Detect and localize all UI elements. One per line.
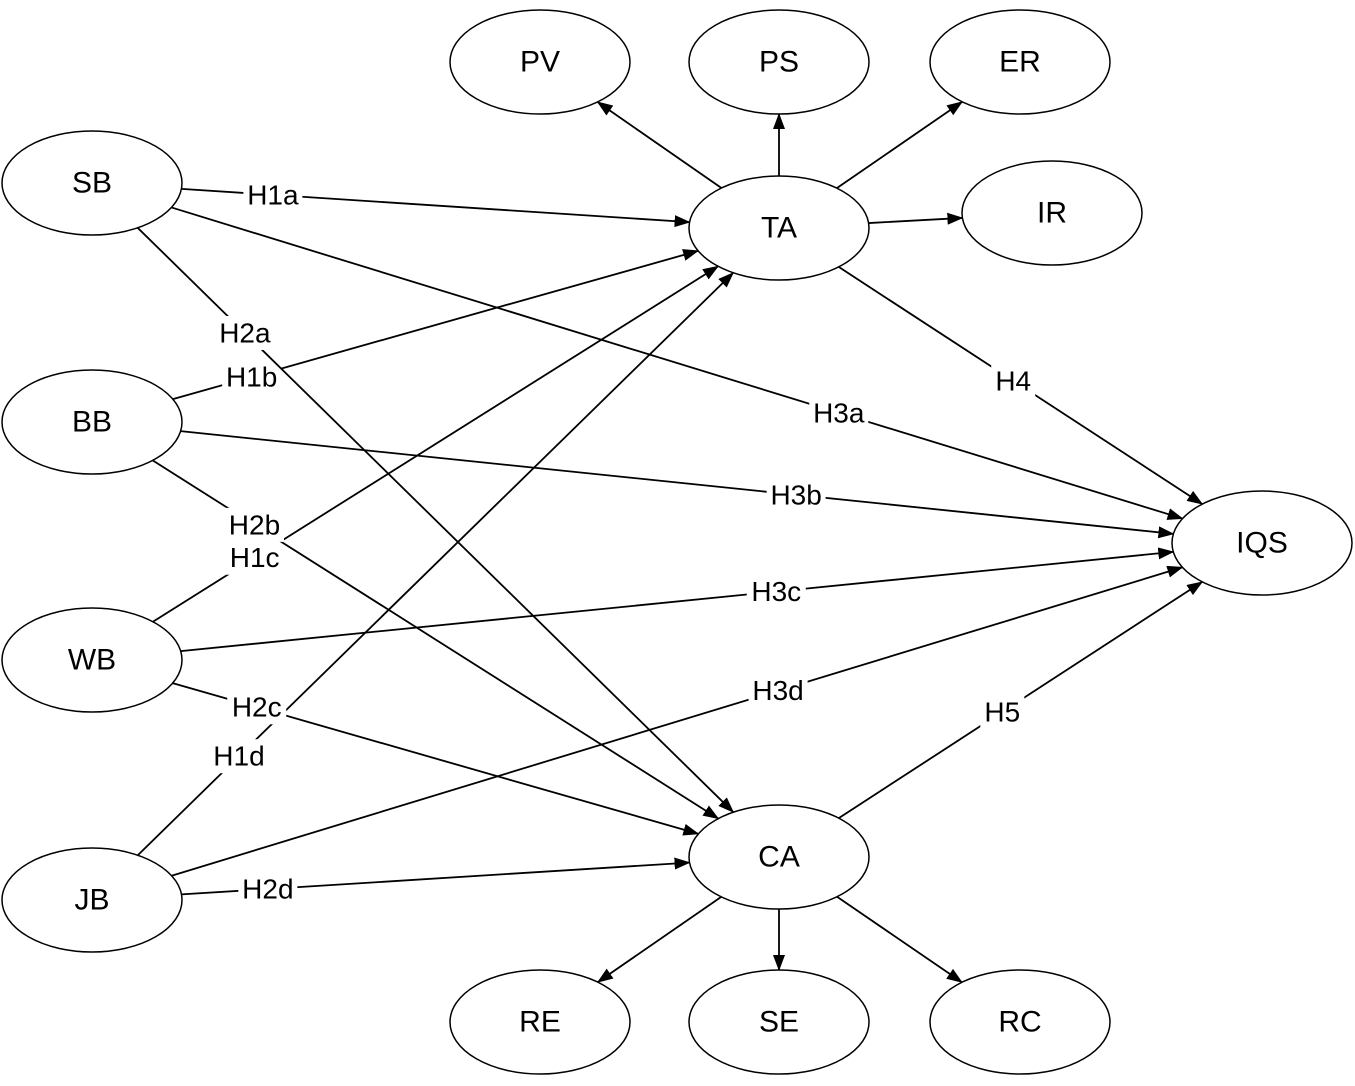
edge-label-h1b: H1b (226, 361, 277, 392)
node-ps: PS (688, 9, 870, 115)
node-ellipse-iqs (1171, 490, 1353, 596)
node-jb: JB (1, 847, 183, 953)
node-ellipse-pv (449, 9, 631, 115)
node-ellipse-ir (961, 160, 1143, 266)
node-ellipse-jb (1, 847, 183, 953)
edge-label-h1a: H1a (247, 179, 299, 210)
node-pv: PV (449, 9, 631, 115)
edge-label-background (748, 673, 808, 708)
edge-label-h2a: H2a (219, 317, 271, 348)
edge-label-group: H2b (224, 507, 284, 542)
node-ellipse-er (929, 9, 1111, 115)
edge-label-group: H3c (746, 574, 806, 609)
node-label-ca: CA (758, 841, 800, 874)
node-sb: SB (1, 130, 183, 236)
node-label-re: RE (519, 1006, 561, 1039)
edge-label-group: H3d (748, 673, 808, 708)
node-rc: RC (929, 969, 1111, 1075)
node-ellipse-se (688, 969, 870, 1075)
edge-label-background (224, 507, 284, 542)
node-se: SE (688, 969, 870, 1075)
edge-label-group: H2c (227, 690, 287, 725)
edge-label-background (243, 177, 303, 212)
node-ellipse-ps (688, 9, 870, 115)
node-ellipse-ta (688, 175, 870, 281)
node-ellipse-ca (688, 804, 870, 910)
edge-label-background (809, 395, 869, 430)
edge-label-background (227, 690, 287, 725)
edge-label-background (238, 871, 298, 906)
node-label-er: ER (999, 46, 1041, 79)
node-ta: TA (688, 175, 870, 281)
edge-label-h2b: H2b (229, 509, 280, 540)
edge-label-group: H1b (222, 359, 282, 394)
edge-label-background (980, 694, 1025, 729)
edge-ta-to-pv (596, 101, 722, 189)
edge-label-h1d: H1d (213, 741, 264, 772)
node-label-wb: WB (68, 644, 116, 677)
edge-label-group: H2d (238, 871, 298, 906)
node-re: RE (449, 969, 631, 1075)
edge-label-group: H1a (243, 177, 303, 212)
node-ellipse-wb (1, 607, 183, 713)
node-ellipse-re (449, 969, 631, 1075)
edge-label-background (746, 574, 806, 609)
edge-jb-to-iqs (171, 565, 1184, 877)
edge-label-h3b: H3b (770, 479, 821, 510)
edge-label-background (209, 739, 269, 774)
node-label-ir: IR (1037, 197, 1067, 230)
edge-label-group: H5 (980, 694, 1025, 729)
edge-label-background (225, 540, 285, 575)
node-label-jb: JB (74, 884, 109, 917)
edge-label-h3c: H3c (751, 576, 801, 607)
edge-ta-to-ir (868, 212, 964, 225)
edge-sb-to-iqs (171, 206, 1184, 520)
edge-label-group: H4 (991, 363, 1036, 398)
edge-label-background (766, 477, 826, 512)
node-ca: CA (688, 804, 870, 910)
node-label-bb: BB (72, 406, 112, 439)
node-label-ta: TA (761, 212, 797, 245)
node-label-ps: PS (759, 46, 799, 79)
node-label-se: SE (759, 1006, 799, 1039)
node-ellipse-rc (929, 969, 1111, 1075)
node-label-iqs: IQS (1236, 527, 1288, 560)
edge-label-group: H1c (225, 540, 285, 575)
node-wb: WB (1, 607, 183, 713)
edge-label-h2c: H2c (232, 692, 282, 723)
edge-label-h1c: H1c (230, 542, 280, 573)
edge-label-h3a: H3a (813, 397, 865, 428)
edge-ca-to-re (596, 896, 722, 983)
edge-label-group: H3b (766, 477, 826, 512)
node-ellipse-sb (1, 130, 183, 236)
edge-label-h3d: H3d (752, 675, 803, 706)
edge-ca-to-rc (836, 895, 963, 984)
edge-label-background (222, 359, 282, 394)
edge-ta-to-er (836, 101, 963, 189)
edge-wb-to-iqs (180, 547, 1175, 653)
node-iqs: IQS (1171, 490, 1353, 596)
node-label-rc: RC (998, 1006, 1041, 1039)
edge-label-group: H3a (809, 395, 869, 430)
edge-label-h5: H5 (984, 696, 1020, 727)
node-ellipse-bb (1, 369, 183, 475)
edge-label-h4: H4 (995, 365, 1031, 396)
node-ir: IR (961, 160, 1143, 266)
edge-label-background (215, 315, 275, 350)
edge-label-h2d: H2d (242, 873, 293, 904)
edge-label-background (991, 363, 1036, 398)
node-label-sb: SB (72, 167, 112, 200)
node-label-pv: PV (520, 46, 560, 79)
edge-label-group: H1d (209, 739, 269, 774)
node-bb: BB (1, 369, 183, 475)
edge-label-group: H2a (215, 315, 275, 350)
edge-bb-to-iqs (180, 430, 1175, 539)
node-er: ER (929, 9, 1111, 115)
nodes-layer: PV PS ER IR SB TA BB IQS WB JB CA RE SE RC (1, 9, 1353, 1075)
